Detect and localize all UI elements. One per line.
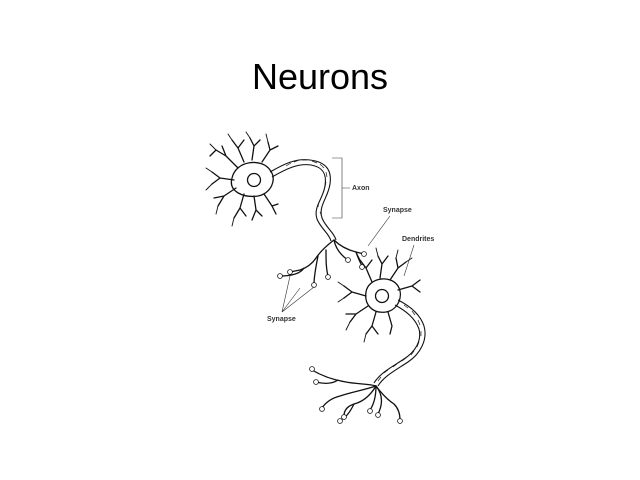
- leader-synapse-top: [367, 215, 391, 247]
- neuron-1-axon-terminals: [277, 239, 367, 288]
- neuron-1-cell-body: [230, 161, 274, 198]
- label-synapse-top: Synapse: [383, 207, 412, 214]
- neuron-2-dendrites: [337, 247, 421, 343]
- neuron-1-dendrites: [205, 131, 279, 227]
- label-dendrites: Dendrites: [402, 236, 434, 243]
- neuron-2-cell-body: [365, 278, 401, 313]
- neuron-1: [205, 131, 367, 288]
- slide-title: Neurons: [251, 56, 389, 97]
- leader-synapse-left: [281, 275, 315, 313]
- neuron-2-axon-terminals: [309, 366, 403, 424]
- label-synapse-left: Synapse: [267, 316, 296, 323]
- leader-dendrites: [403, 244, 415, 277]
- neuron-2-axon: [373, 299, 426, 387]
- neuron-1-axon: [269, 159, 337, 242]
- axon-bracket: [332, 157, 350, 219]
- label-axon: Axon: [352, 185, 370, 192]
- neuron-2: [309, 247, 426, 424]
